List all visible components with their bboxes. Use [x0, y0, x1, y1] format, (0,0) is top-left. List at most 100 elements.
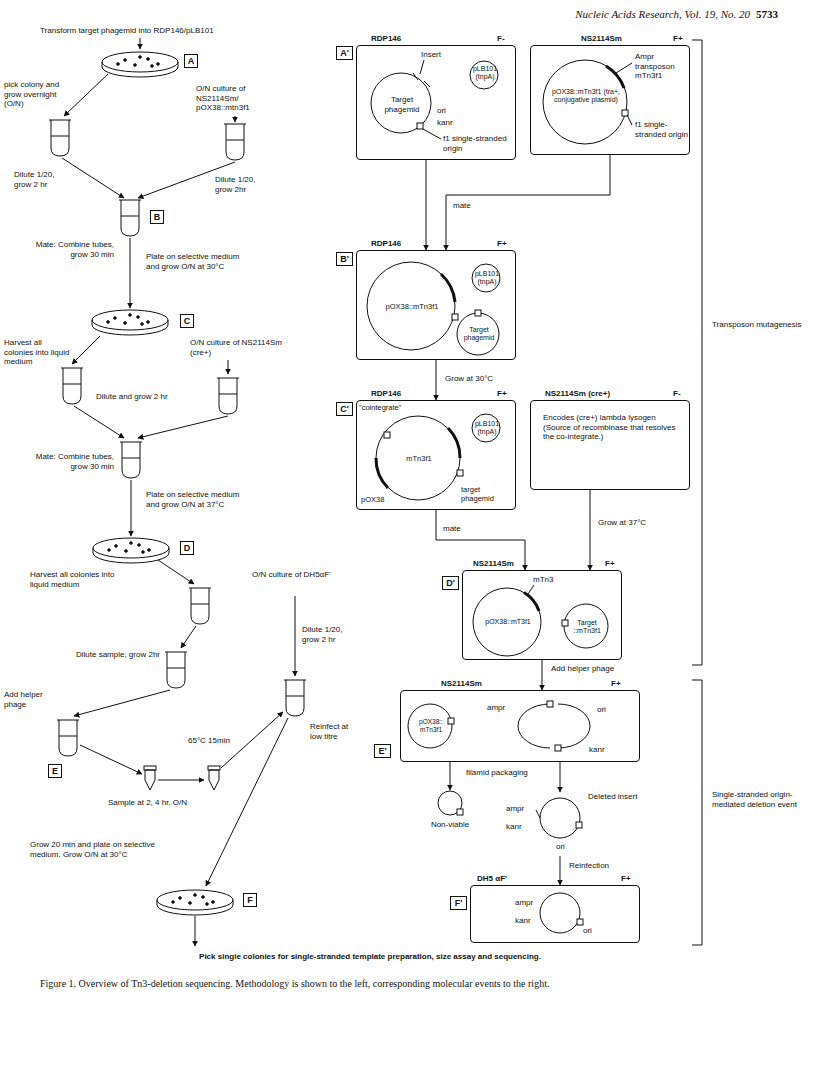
colony — [108, 549, 111, 552]
node-text: F- — [497, 34, 517, 44]
flow-arrow — [295, 596, 296, 676]
annotation-text: pick colony and grow overnight (O/N) — [4, 80, 62, 109]
step-letter: D — [181, 542, 193, 554]
culture-tube — [226, 124, 244, 160]
node-text: F+ — [497, 389, 517, 399]
flow-arrow — [138, 416, 228, 438]
node-text: RDP146 — [371, 34, 431, 44]
origin-marker — [562, 620, 568, 626]
annotation-text: O/N culture of NS2114Sm (cre+) — [190, 338, 290, 357]
annotation-text: O/N culture of DH5αF' — [252, 570, 342, 580]
node-text: kanr — [515, 916, 545, 926]
plasmid — [543, 60, 627, 144]
leader-line — [420, 60, 424, 74]
colony — [189, 902, 192, 905]
arrow-connector — [590, 490, 591, 570]
annotation-text: Transform target phagemid into RDP146/pL… — [40, 26, 270, 36]
annotation-text: Pick single colonies for single-stranded… — [60, 952, 680, 962]
node-text: Insert — [421, 50, 461, 60]
culture-tube — [286, 680, 304, 716]
step-letter: B' — [337, 253, 352, 265]
node-text: f1 single-stranded origin — [635, 120, 689, 139]
flow-arrow — [140, 38, 141, 49]
edge-label: Grow at 37°C — [597, 518, 663, 528]
leader-line — [536, 810, 540, 818]
dna-segment — [441, 274, 455, 302]
node-text: pOX38 — [361, 495, 401, 504]
colony — [147, 321, 150, 324]
step-letter: C — [181, 315, 193, 327]
node-text: pOX38::mT3f1 — [473, 618, 543, 626]
petri-dish — [102, 62, 178, 77]
plasmid-drawing — [470, 885, 640, 943]
culture-tube — [59, 720, 77, 756]
node-text: "cointegrate" — [359, 403, 429, 412]
node-text: F+ — [497, 239, 517, 249]
petri-dish — [92, 320, 168, 335]
leader-line — [424, 81, 430, 87]
cell-box: DH5 αF'F+amprkanrori — [470, 885, 640, 943]
flow-arrow — [74, 690, 170, 716]
plasmid — [540, 798, 580, 838]
colony — [115, 545, 118, 548]
section-bracket — [692, 40, 702, 665]
microtube — [209, 770, 219, 790]
cell-box: RDP146F-InsertTarget phagemidpLB101 (tnp… — [356, 45, 516, 160]
plasmid — [438, 791, 462, 815]
liquid-level — [63, 384, 81, 385]
colony — [202, 896, 205, 899]
edge-label: mate — [452, 201, 484, 211]
node-text: ori — [583, 926, 613, 936]
origin-marker — [576, 822, 582, 828]
step-label-box: E — [48, 764, 62, 778]
tube-rim — [284, 680, 306, 681]
annotation-text: Harvest all colonies into liquid medium — [4, 338, 70, 367]
step-label-box: D — [180, 541, 194, 555]
colony — [148, 549, 151, 552]
step-label-box: F' — [450, 896, 467, 910]
flow-arrow — [64, 74, 108, 116]
annotation-text: Plate on selective medium and grow O/N a… — [146, 252, 251, 271]
origin-marker — [475, 310, 481, 316]
annotation-text: Transposon mutagenesis — [712, 320, 807, 330]
annotation-text: filamid packaging — [466, 768, 546, 778]
petri-dish — [157, 900, 233, 915]
culture-tube — [219, 378, 237, 414]
step-label-box: E' — [374, 744, 391, 758]
annotation-text: O/N culture of NS2114Sm/ pOX38::mtn3f1 — [196, 84, 286, 113]
cell-box: NS2114Sm (cre+)F-Encodes (cre+) lambda l… — [530, 400, 690, 490]
dna-segment — [448, 428, 460, 458]
plasmid — [376, 416, 460, 500]
liquid-level — [121, 216, 139, 217]
liquid-level — [167, 668, 185, 669]
node-text: F+ — [611, 679, 631, 689]
node-text: kanr — [506, 822, 536, 832]
node-text: pLB101 (tnpA) — [471, 270, 503, 287]
arrow-connector — [436, 510, 525, 570]
node-text: F+ — [673, 34, 693, 44]
plasmid-circle: Non-viable — [420, 790, 480, 836]
node-text: ampr — [487, 703, 517, 713]
colony — [139, 56, 142, 59]
step-label-box: D' — [442, 576, 459, 590]
annotation-text: Single-stranded origin-mediated deletion… — [712, 790, 807, 809]
node-text: pOX38:: mTn3f1 — [409, 718, 453, 734]
colony — [129, 314, 132, 317]
microtube — [145, 770, 155, 790]
step-letter: A — [185, 55, 197, 67]
plasmid — [564, 604, 608, 648]
step-letter: C' — [337, 403, 352, 415]
plasmid — [457, 313, 499, 355]
annotation-text: Sample at 2, 4 hr, O/N — [100, 798, 195, 808]
annotation-text: Dilute sample, grow 2hr — [58, 650, 160, 660]
flow-arrow — [235, 116, 236, 122]
arrow-connector — [436, 360, 437, 400]
annotation-text: 65°C 15min — [188, 736, 232, 746]
petri-dish — [93, 548, 169, 563]
plasmid — [472, 414, 500, 442]
annotation-text: Add helper phage — [4, 690, 64, 709]
step-label-box: A' — [336, 46, 353, 60]
tube-rim — [49, 120, 71, 121]
node-text: Non-viable — [420, 820, 480, 830]
plasmid-drawing — [420, 790, 480, 836]
